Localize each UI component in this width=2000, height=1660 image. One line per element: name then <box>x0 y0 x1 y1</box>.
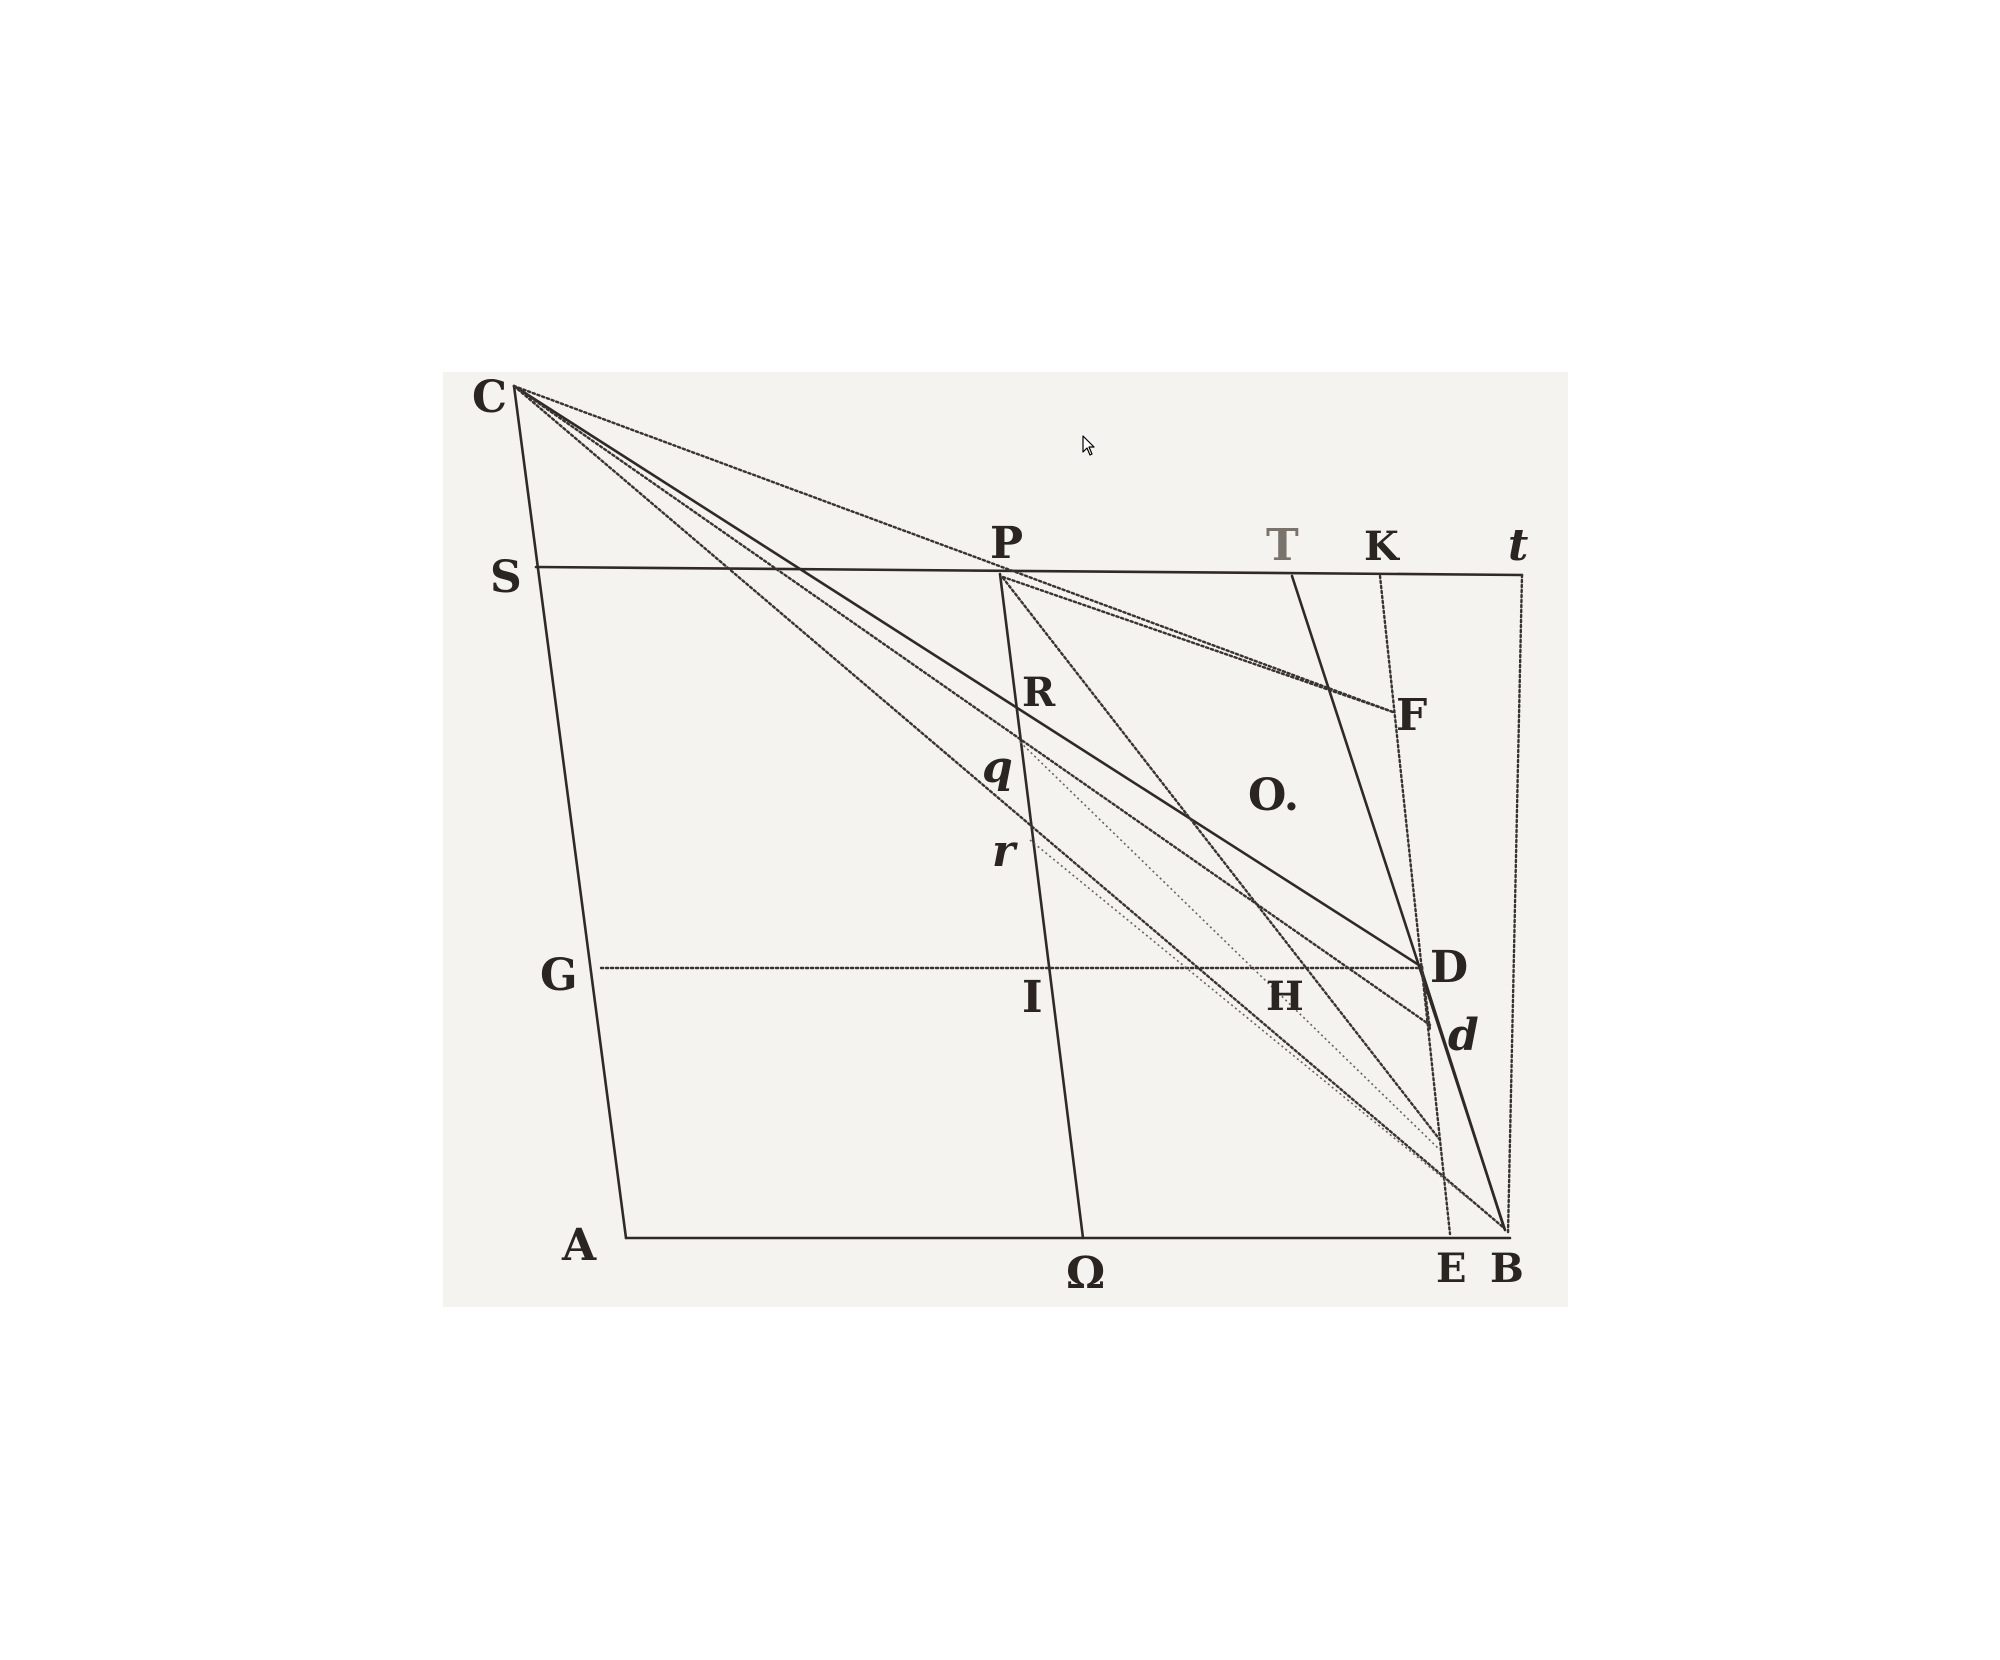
line-C-r-B <box>512 384 1506 1230</box>
label-A: A <box>561 1220 597 1271</box>
line-PF <box>1001 575 1395 714</box>
label-I: I <box>1022 972 1043 1023</box>
label-t: t <box>1508 520 1528 571</box>
label-Omega: Ω <box>1066 1248 1105 1299</box>
line-KE <box>1378 574 1452 1236</box>
label-C: C <box>472 372 507 423</box>
label-B: B <box>1490 1245 1524 1292</box>
line-tB <box>1506 573 1524 1236</box>
line-C-q-d <box>512 384 1432 1027</box>
line-DB <box>1419 966 1506 1230</box>
line-P-Omega <box>998 572 1085 1240</box>
label-r: r <box>992 826 1018 877</box>
label-q: q <box>982 742 1013 793</box>
line-CF <box>512 384 1395 714</box>
label-F: F <box>1396 690 1427 741</box>
line-CD <box>512 384 1424 969</box>
plate-background <box>443 372 1568 1307</box>
label-P: P <box>990 518 1023 569</box>
label-H: H <box>1266 973 1304 1020</box>
label-E: E <box>1436 1245 1467 1292</box>
label-G: G <box>540 950 578 1001</box>
line-P-H <box>1001 576 1442 1142</box>
line-St <box>534 565 1524 577</box>
mouse-pointer-icon <box>1082 435 1095 456</box>
label-R: R <box>1022 669 1056 716</box>
line-CA <box>512 384 628 1240</box>
label-K: K <box>1364 523 1400 570</box>
label-T: T <box>1266 520 1299 571</box>
label-d: d <box>1448 1010 1479 1061</box>
line-Dd <box>1420 965 1432 1032</box>
label-S: S <box>490 552 522 603</box>
label-O: O. <box>1248 770 1299 821</box>
label-D: D <box>1430 942 1468 993</box>
